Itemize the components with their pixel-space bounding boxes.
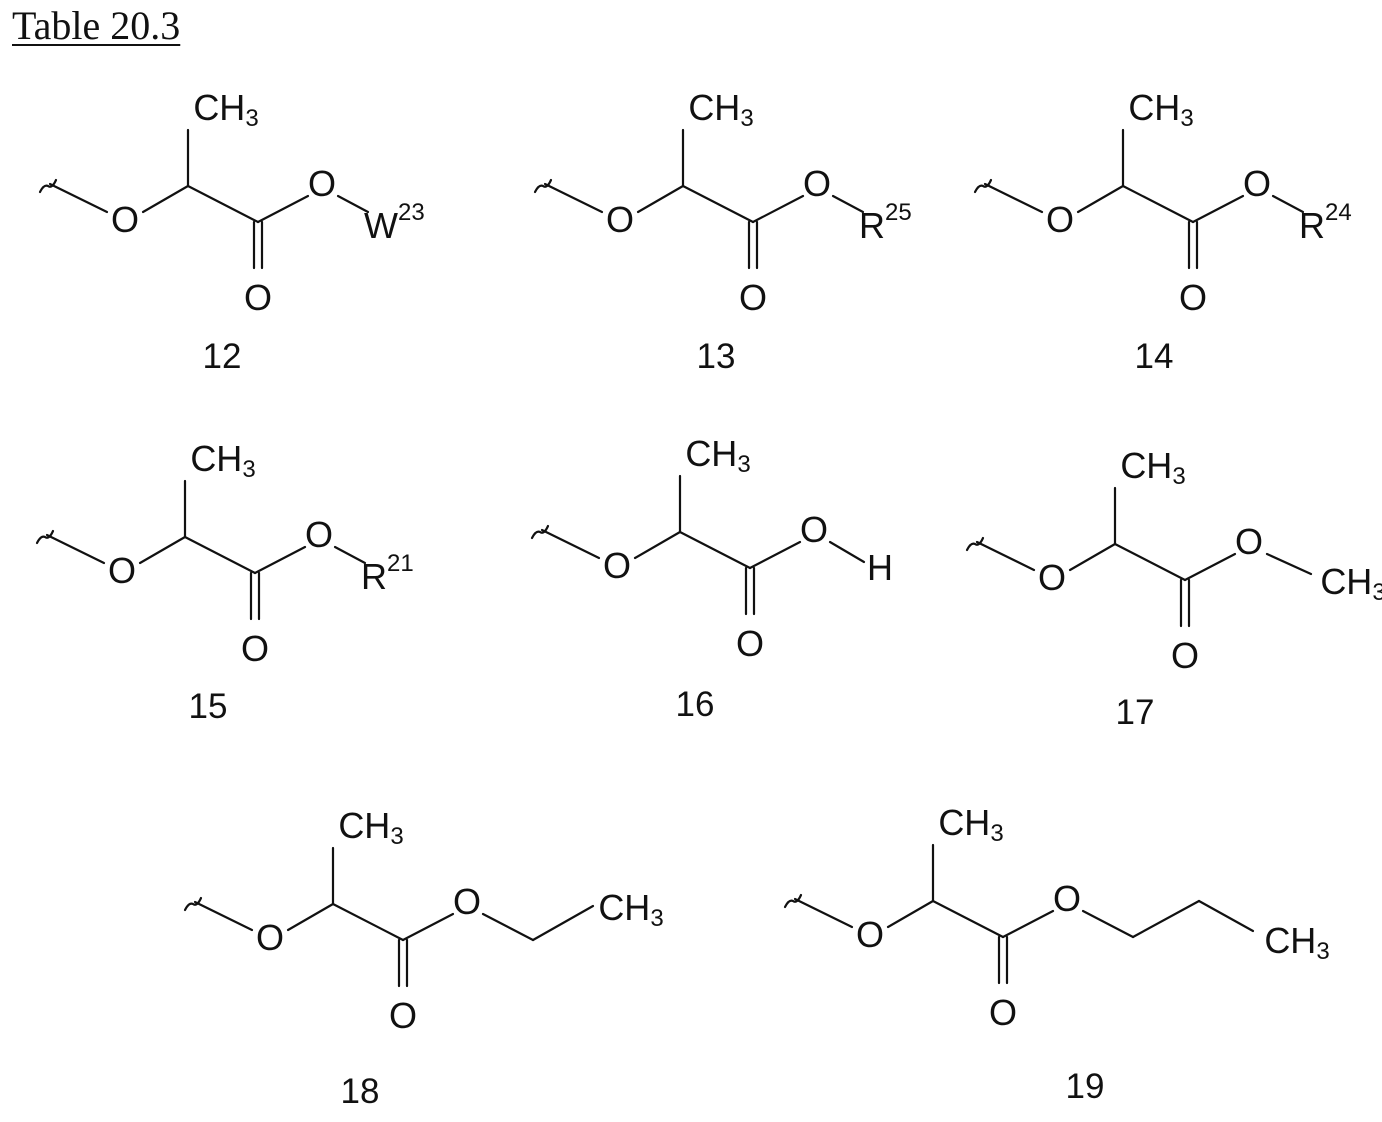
methyl-group: CH3 (1128, 87, 1193, 133)
bond-CH-C (1123, 186, 1193, 222)
bond-CH-C (1115, 544, 1185, 580)
bond-C-O (1193, 196, 1243, 222)
compound-number: 14 (1135, 337, 1174, 376)
compound-number: 13 (697, 337, 736, 376)
bond-O-CH (143, 186, 188, 212)
bond-attach-O (985, 184, 1042, 212)
compound-number: 12 (203, 337, 242, 376)
methyl-group: CH3 (1120, 445, 1185, 491)
bond-O-CH2 (483, 914, 533, 940)
compound-number: 15 (189, 687, 228, 726)
ether-oxygen: O (856, 914, 884, 955)
bond-C-O (753, 196, 803, 222)
ether-oxygen: O (108, 550, 136, 591)
ester-substituent: R24 (1299, 199, 1352, 245)
ester-oxygen: O (308, 163, 336, 204)
hydrogen: H (867, 547, 893, 588)
methyl-group: CH3 (938, 802, 1003, 848)
bond-C-O (258, 196, 308, 222)
ester-propyl-methyl: CH3 (1264, 920, 1329, 966)
carbonyl-oxygen: O (739, 277, 767, 318)
ether-oxygen: O (256, 917, 284, 958)
ester-methyl: CH3 (1320, 561, 1382, 607)
bond-CH-C (680, 532, 750, 568)
ester-oxygen: O (800, 509, 828, 550)
methyl-group: CH3 (685, 433, 750, 479)
methyl-group: CH3 (193, 87, 258, 133)
compound-number: 18 (341, 1072, 380, 1111)
bond-CH2-CH2 (1133, 901, 1199, 937)
carbonyl-oxygen: O (389, 995, 417, 1036)
ester-oxygen: O (1053, 878, 1081, 919)
ester-oxygen: O (305, 514, 333, 555)
compound-15: O CH3O O R21 15 (37, 438, 414, 726)
carbonyl-oxygen: O (244, 277, 272, 318)
bond-attach-O (795, 899, 852, 927)
compound-19: OCH3OOCH319 (785, 802, 1330, 1106)
bond-CH-C (933, 901, 1003, 937)
bond-attach-O (542, 530, 599, 558)
ester-ethyl-methyl: CH3 (598, 887, 663, 933)
bond-CH-C (683, 186, 753, 222)
bond-C-O (1003, 911, 1053, 937)
bond-attach-O (977, 542, 1034, 570)
ether-oxygen: O (111, 199, 139, 240)
bond-CH-C (333, 904, 403, 940)
bond-O-CH3 (1267, 554, 1311, 574)
ether-oxygen: O (1046, 199, 1074, 240)
compound-number: 17 (1116, 693, 1155, 732)
bond-O-CH (635, 532, 680, 558)
compound-16: OCH3OOH16 (532, 433, 893, 724)
compound-13: O CH3O O R25 13 (535, 87, 912, 376)
bond-C-O (1185, 554, 1235, 580)
bond-O-CH (888, 901, 933, 927)
ether-oxygen: O (1038, 557, 1066, 598)
carbonyl-oxygen: O (241, 628, 269, 669)
compound-number: 19 (1066, 1067, 1105, 1106)
bond-CH2-CH3 (1199, 901, 1253, 931)
bond-O-CH (140, 537, 185, 563)
ether-oxygen: O (606, 199, 634, 240)
bond-O-CH2 (1083, 911, 1133, 937)
bond-CH-C (188, 186, 258, 222)
bond-CH2-CH3 (533, 906, 593, 940)
ether-oxygen: O (603, 545, 631, 586)
bond-O-CH (1078, 186, 1123, 212)
bond-O-CH (288, 904, 333, 930)
ester-oxygen: O (803, 163, 831, 204)
compound-18: OCH3OOCH318 (185, 805, 664, 1111)
methyl-group: CH3 (338, 805, 403, 851)
bond-attach-O (195, 902, 252, 930)
bond-attach-O (545, 184, 602, 212)
bond-O-CH (1070, 544, 1115, 570)
carbonyl-oxygen: O (1179, 277, 1207, 318)
carbonyl-oxygen: O (989, 992, 1017, 1033)
bond-O-H (830, 542, 864, 562)
bond-O-CH (638, 186, 683, 212)
bond-attach-O (47, 535, 104, 563)
methyl-group: CH3 (688, 87, 753, 133)
carbonyl-oxygen: O (1171, 635, 1199, 676)
ester-substituent: W23 (364, 199, 425, 245)
bond-attach-O (50, 184, 107, 212)
compound-14: O CH3O O R24 14 (975, 87, 1352, 376)
compound-12: O CH3O O W23 12 (40, 87, 425, 376)
methyl-group: CH3 (190, 438, 255, 484)
ester-oxygen: O (1243, 163, 1271, 204)
ester-oxygen: O (453, 881, 481, 922)
bond-C-O (255, 547, 305, 573)
ester-substituent: R21 (361, 550, 414, 596)
bond-C-O (403, 914, 453, 940)
ester-oxygen: O (1235, 521, 1263, 562)
bond-C-O (750, 542, 800, 568)
compound-number: 16 (676, 685, 715, 724)
ester-substituent: R25 (859, 199, 912, 245)
carbonyl-oxygen: O (736, 623, 764, 664)
bond-CH-C (185, 537, 255, 573)
compound-17: OCH3OOCH317 (967, 445, 1382, 732)
